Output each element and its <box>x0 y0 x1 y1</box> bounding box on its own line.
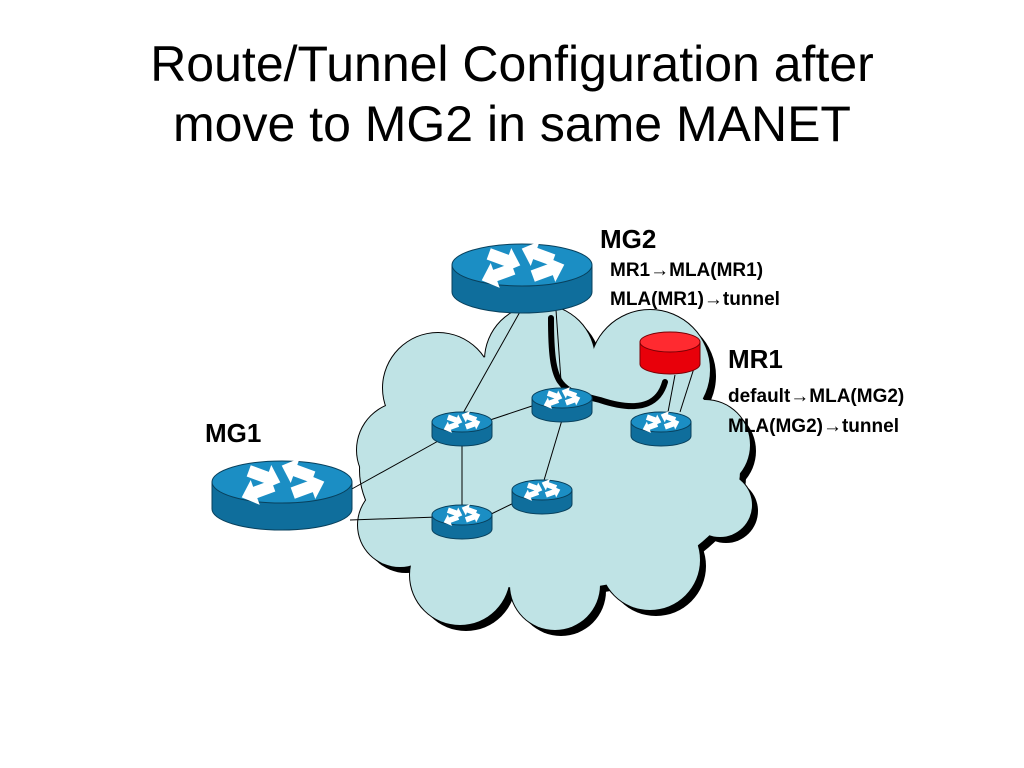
link-mr1-r3 <box>667 374 676 413</box>
link-mg1-r4 <box>349 516 439 521</box>
mr1-label: MR1 <box>728 344 783 374</box>
mg1-label: MG1 <box>205 418 262 448</box>
router-mg2 <box>451 236 593 314</box>
tunnel-path <box>548 315 668 410</box>
mg2-route-2: MLA(MR1)→tunnel <box>610 289 780 310</box>
slide-title: Route/Tunnel Configuration after move to… <box>0 34 1024 154</box>
router-node-5 <box>511 476 573 515</box>
link-mg1-r1 <box>349 439 441 491</box>
router-mg1 <box>211 453 353 531</box>
router-node-1 <box>431 408 493 447</box>
mg2-label: MG2 <box>600 224 657 254</box>
link-mr1-r3b <box>679 364 696 413</box>
title-line-2: move to MG2 in same MANET <box>173 96 851 152</box>
mobile-router-mr1 <box>639 331 701 375</box>
link-mg2-r1 <box>461 309 522 416</box>
router-node-3 <box>630 408 692 447</box>
router-node-2 <box>531 384 593 423</box>
mg2-route-1: MR1→MLA(MR1) <box>610 260 764 281</box>
mr1-route-1: default→MLA(MG2) <box>728 386 905 407</box>
title-line-1: Route/Tunnel Configuration after <box>150 36 874 92</box>
mr1-route-2: MLA(MG2)→tunnel <box>728 416 899 437</box>
manet-cloud <box>356 304 758 636</box>
link-r2-r5 <box>541 419 563 488</box>
router-node-4 <box>431 501 493 540</box>
